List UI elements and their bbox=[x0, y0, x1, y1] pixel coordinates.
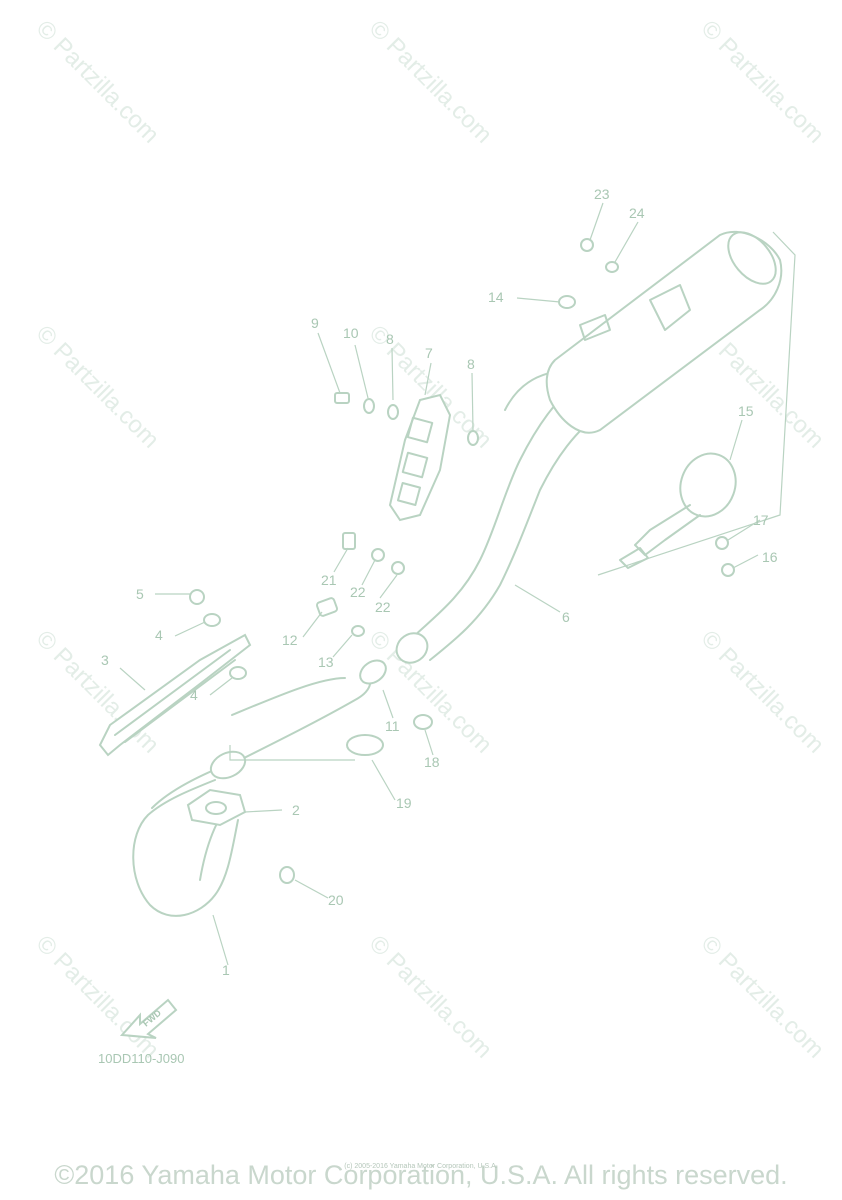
callout-number: 6 bbox=[562, 609, 570, 625]
callout-number: 21 bbox=[321, 572, 337, 588]
callout-number: 9 bbox=[311, 315, 319, 331]
callout-number: 1 bbox=[222, 962, 230, 978]
callout-number: 15 bbox=[738, 403, 754, 419]
callout-number: 12 bbox=[282, 632, 298, 648]
callout-number: 24 bbox=[629, 205, 645, 221]
callout-number: 14 bbox=[488, 289, 504, 305]
watermark: © Partzilla.com bbox=[696, 625, 829, 758]
callout-number: 7 bbox=[425, 345, 433, 361]
callout-number: 8 bbox=[386, 331, 394, 347]
diagram-code: 10DD110-J090 bbox=[98, 1051, 184, 1066]
callout-number: 23 bbox=[594, 186, 610, 202]
callouts: 1 2 3 4 4 5 6 7 8 8 9 10 11 12 13 14 15 … bbox=[101, 186, 778, 978]
callout-number: 3 bbox=[101, 652, 109, 668]
copyright-text: ©2016 Yamaha Motor Corporation, U.S.A. A… bbox=[54, 1160, 788, 1190]
heat-protector bbox=[98, 633, 252, 757]
callout-number: 16 bbox=[762, 549, 778, 565]
callout-number: 13 bbox=[318, 654, 334, 670]
pipe-protector bbox=[388, 393, 452, 522]
joint-clamp bbox=[346, 632, 433, 756]
watermark: © Partzilla.com bbox=[31, 320, 164, 453]
silencer bbox=[545, 230, 783, 434]
watermark: © Partzilla.com bbox=[696, 930, 829, 1063]
callout-number: 5 bbox=[136, 586, 144, 602]
callout-number: 17 bbox=[753, 512, 769, 528]
collars bbox=[189, 589, 247, 680]
callout-number: 20 bbox=[328, 892, 344, 908]
callout-number: 4 bbox=[155, 627, 163, 643]
callout-number: 22 bbox=[350, 584, 366, 600]
exhaust-header-pipe bbox=[132, 674, 372, 917]
watermark: © Partzilla.com bbox=[31, 930, 164, 1063]
fasteners bbox=[279, 238, 735, 884]
watermark: © Partzilla.com bbox=[364, 15, 497, 148]
callout-number: 2 bbox=[292, 802, 300, 818]
end-cap bbox=[619, 452, 737, 569]
small-copyright-text: (c) 2005-2016 Yamaha Motor Corporation, … bbox=[344, 1163, 498, 1170]
leader-lines bbox=[119, 202, 796, 966]
header-flange bbox=[186, 788, 247, 827]
callout-number: 19 bbox=[396, 795, 412, 811]
watermark: © Partzilla.com bbox=[696, 15, 829, 148]
callout-number: 11 bbox=[385, 718, 400, 734]
watermark: © Partzilla.com bbox=[31, 625, 164, 758]
callout-number: 22 bbox=[375, 599, 391, 615]
callout-number: 18 bbox=[424, 754, 440, 770]
watermark: © Partzilla.com bbox=[31, 15, 164, 148]
callout-number: 4 bbox=[190, 687, 198, 703]
callout-number: 8 bbox=[467, 356, 475, 372]
watermark: © Partzilla.com bbox=[364, 930, 497, 1063]
callout-number: 10 bbox=[343, 325, 359, 341]
